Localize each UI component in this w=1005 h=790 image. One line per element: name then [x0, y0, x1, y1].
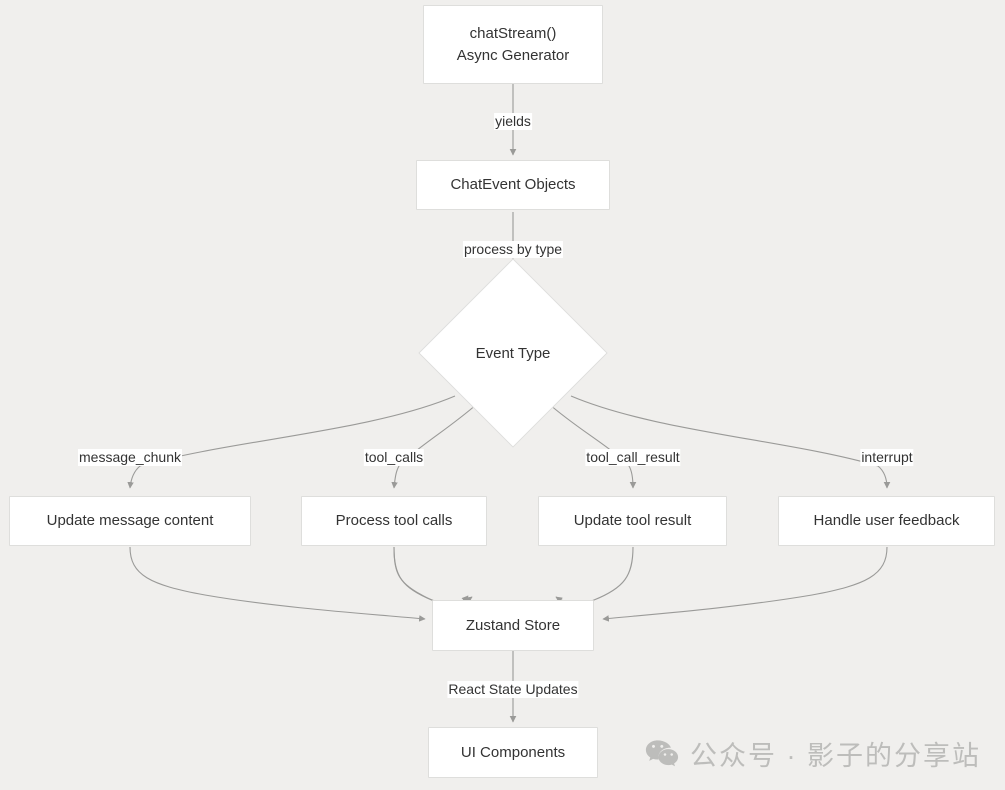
edge-label-process-by-type: process by type: [462, 241, 564, 258]
node-chatevent-label: ChatEvent Objects: [450, 176, 576, 194]
node-chatstream-line2: Async Generator: [456, 46, 570, 64]
node-handle-user-feedback-label: Handle user feedback: [813, 512, 960, 530]
node-chatstream[interactable]: chatStream() Async Generator: [423, 5, 603, 84]
node-ui-components[interactable]: UI Components: [428, 727, 598, 778]
edge-label-tool-call-result: tool_call_result: [585, 449, 681, 466]
edge-label-react-state-updates: React State Updates: [447, 681, 579, 698]
node-eventtype-label: Event Type: [475, 344, 551, 362]
edge-eventtype-message-chunk: [127, 395, 456, 489]
node-process-tool-calls-label: Process tool calls: [335, 512, 453, 530]
node-zustand-store-label: Zustand Store: [465, 616, 561, 634]
node-update-message-content[interactable]: Update message content: [9, 496, 251, 546]
node-handle-user-feedback[interactable]: Handle user feedback: [778, 496, 995, 546]
edge-interrupt-zustand: [602, 546, 888, 622]
edge-label-interrupt: interrupt: [860, 449, 914, 466]
edge-message-chunk-zustand: [129, 546, 426, 622]
watermark-text: 公众号 · 影子的分享站: [690, 741, 981, 771]
edge-label-message-chunk: message_chunk: [78, 449, 182, 466]
edge-eventtype-interrupt: [570, 395, 891, 489]
node-update-message-content-label: Update message content: [46, 512, 214, 530]
edge-tool-calls-zustand: [393, 546, 469, 605]
edge-tool-call-result-zustand: [555, 546, 634, 605]
edge-label-tool-calls: tool_calls: [363, 449, 425, 466]
watermark: 公众号 · 影子的分享站: [645, 734, 981, 773]
node-update-tool-result-label: Update tool result: [573, 512, 692, 530]
node-update-tool-result[interactable]: Update tool result: [538, 496, 727, 546]
node-ui-components-label: UI Components: [460, 743, 566, 761]
node-chatstream-line1: chatStream(): [469, 24, 557, 42]
edge-label-yields: yields: [494, 113, 532, 130]
node-zustand-store[interactable]: Zustand Store: [432, 600, 594, 651]
wechat-icon: [645, 739, 679, 769]
node-eventtype-label-wrap: Event Type: [446, 286, 580, 420]
node-process-tool-calls[interactable]: Process tool calls: [301, 496, 487, 546]
edge-tool-calls-zustand-main: [393, 546, 473, 605]
node-chatevent[interactable]: ChatEvent Objects: [416, 160, 610, 210]
